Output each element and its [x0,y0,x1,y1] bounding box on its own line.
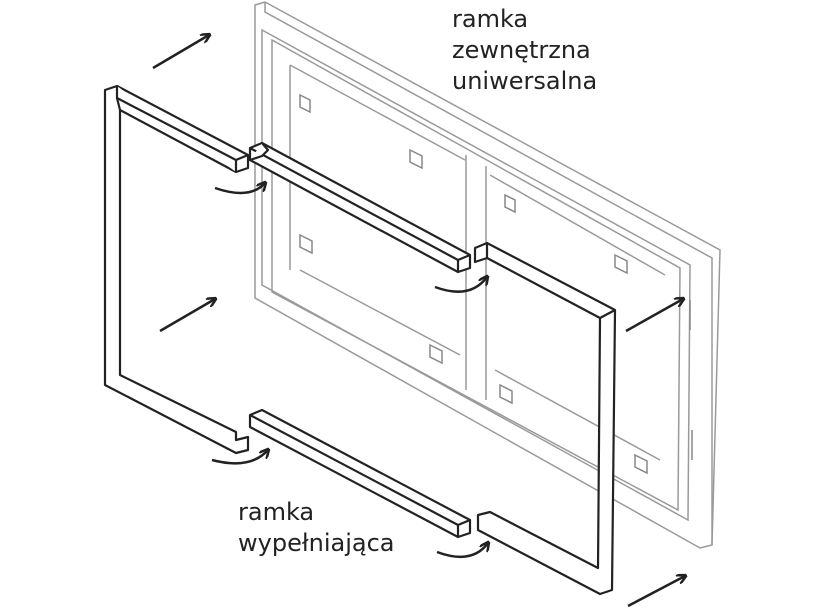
outer-universal-frame [254,1,721,549]
outer-frame-label-line: zewnętrzna [452,36,591,64]
arrow-icon [627,576,685,608]
filler-frame-label-line: ramka [238,498,315,526]
outer-frame-label-line: ramka [452,5,529,33]
filler-frame-label: ramka wypełniająca [238,497,395,559]
arrow-icon [152,35,209,70]
curved-arrow-icon [211,450,268,465]
direction-arrows [152,35,685,608]
filler-frame-right [473,241,617,596]
joint-arrows [211,183,488,559]
filler-bar-top [248,141,472,274]
filler-bar-bottom [248,408,472,539]
curved-arrow-icon [436,543,488,559]
arrow-icon [625,299,683,333]
curved-arrow-icon [434,277,487,293]
outer-frame-label-line: uniwersalna [452,67,598,95]
outer-frame-label: ramka zewnętrzna uniwersalna [452,4,597,97]
filler-frame-label-line: wypełniająca [238,529,395,557]
arrow-icon [159,299,215,333]
curved-arrow-icon [214,183,265,195]
filler-frame-left [103,84,250,455]
